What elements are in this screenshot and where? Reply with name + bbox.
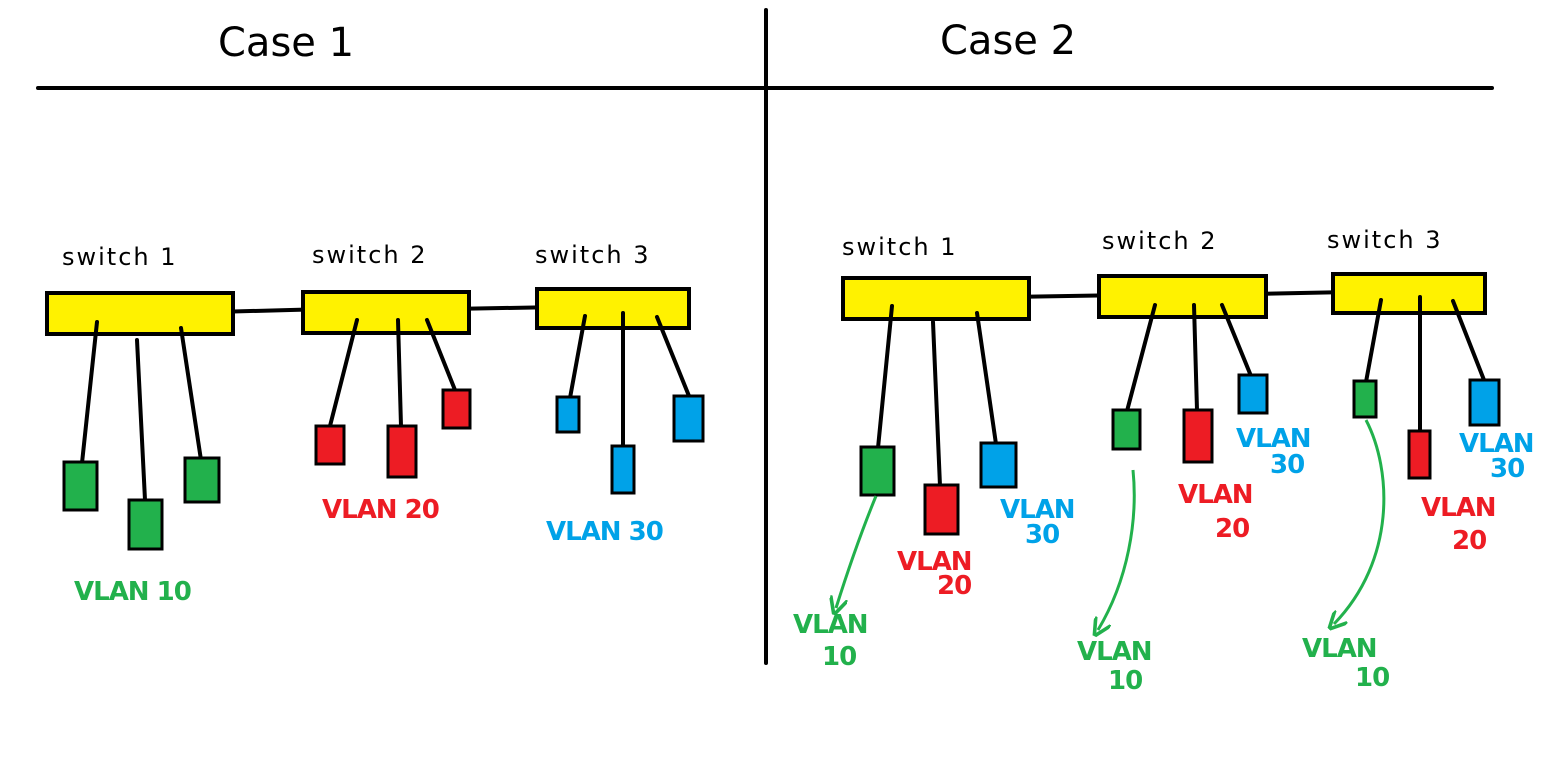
case1-switch1-box (45, 291, 235, 336)
case2-host-vlan20 (1407, 429, 1432, 480)
case1-cable (179, 326, 203, 462)
case2-switch1-label: switch 1 (842, 233, 958, 261)
case1-switch2-label: switch 2 (312, 241, 428, 269)
case1-cable (425, 318, 457, 392)
case2-vlan30-label: VLAN 30 (1236, 424, 1319, 480)
case1-host-vlan30 (555, 395, 581, 434)
case1-cable (328, 318, 359, 428)
case2-vlan10-label: VLAN 10 (1077, 637, 1160, 696)
case1-vlan10-label: VLAN 10 (74, 577, 191, 607)
case2-switch3-label: switch 3 (1327, 226, 1443, 254)
case2-diagram: switch 1 switch 2 switch 3 (793, 226, 1542, 696)
case2-switch2-label: switch 2 (1102, 227, 1218, 255)
case1-host-vlan10 (127, 498, 164, 551)
case2-host-vlan10 (1111, 408, 1142, 451)
case2-switch2-box (1097, 274, 1268, 319)
case2-vlan30-label: VLAN 30 (1000, 495, 1083, 550)
case1-host-vlan30 (672, 394, 705, 443)
case1-host-vlan20 (441, 388, 472, 430)
case2-host-vlan20 (1182, 408, 1214, 464)
case1-switch2-box (301, 290, 471, 335)
case2-switch1-box (841, 276, 1031, 321)
case1-host-vlan20 (386, 424, 418, 479)
case2-title: Case 2 (940, 18, 1076, 64)
case1-vlan20-label: VLAN 20 (322, 495, 439, 525)
case2-cable (1192, 303, 1199, 412)
case1-switch3-label: switch 3 (535, 241, 651, 269)
case1-switch1-label: switch 1 (62, 243, 178, 271)
case1-cable (80, 320, 99, 465)
case1-host-vlan10 (183, 456, 221, 504)
case2-vlan30-label: VLAN 30 (1459, 429, 1542, 484)
case2-cable (876, 304, 894, 450)
case2-vlan20-label: VLAN 20 (897, 547, 980, 601)
case1-vlan30-label: VLAN 30 (546, 517, 663, 547)
case2-cable (1220, 303, 1253, 378)
case2-cable (975, 311, 998, 446)
case1-switch3-box (535, 287, 691, 330)
case1-cable (135, 338, 147, 502)
case2-host-vlan30 (1468, 378, 1501, 427)
case2-cable (1125, 303, 1157, 413)
case2-vlan10-arrow (1334, 419, 1386, 624)
case2-cable (1364, 298, 1383, 384)
case1-host-vlan10 (62, 460, 99, 512)
case2-host-vlan10 (1352, 379, 1378, 419)
case2-cable (931, 320, 942, 488)
case1-cable (568, 314, 587, 400)
case2-host-vlan30 (979, 441, 1018, 489)
case2-vlan10-arrow (1098, 469, 1136, 630)
case2-cable (1451, 299, 1486, 382)
case2-vlan10-arrow (836, 495, 878, 608)
case2-vlan10-label: VLAN 10 (1302, 634, 1389, 693)
case2-host-vlan10 (859, 445, 896, 497)
case2-vlan10-label: VLAN 10 (793, 610, 876, 672)
case2-vlan20-label: VLAN 20 (1178, 480, 1261, 544)
case2-host-vlan30 (1237, 373, 1269, 415)
case1-host-vlan20 (314, 424, 346, 466)
case1-cable (396, 318, 403, 428)
case2-host-vlan20 (923, 483, 960, 536)
case1-title: Case 1 (218, 20, 354, 66)
case1-host-vlan30 (610, 444, 636, 495)
case1-diagram: switch 1 switch 2 switch 3 VLAN 10 VLAN (45, 241, 705, 607)
case2-vlan20-label: VLAN 20 (1421, 493, 1504, 556)
case1-cable (655, 315, 691, 398)
case2-switch3-box (1331, 272, 1487, 315)
